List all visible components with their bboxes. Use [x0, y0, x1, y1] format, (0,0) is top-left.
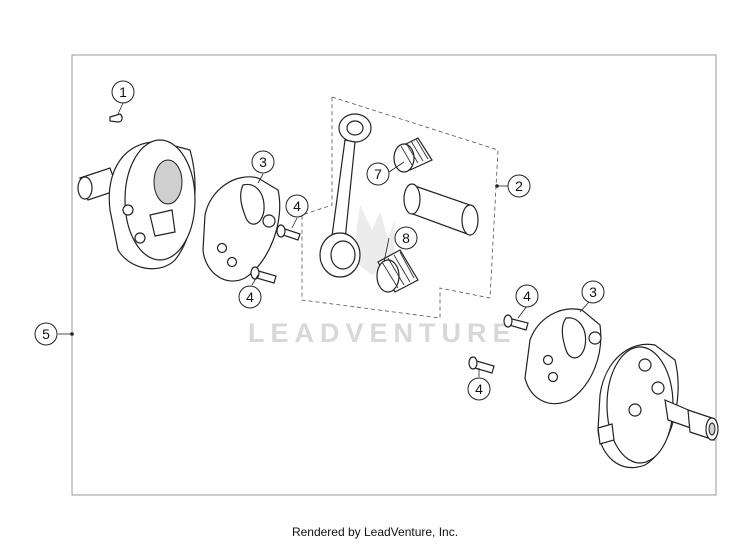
callout-7: 7 [366, 162, 390, 186]
footer-credit: Rendered by LeadVenture, Inc. [291, 525, 459, 539]
svg-text:4: 4 [293, 198, 301, 214]
svg-text:8: 8 [402, 230, 410, 246]
svg-text:3: 3 [589, 284, 597, 300]
svg-text:4: 4 [246, 289, 254, 305]
svg-text:4: 4 [523, 288, 531, 304]
left-counterweight [202, 176, 281, 282]
leader-dot-2 [495, 184, 499, 188]
bolt-left-upper [276, 224, 301, 241]
callout-1: 1 [111, 80, 135, 104]
diagram-frame [71, 54, 717, 496]
callout-4-left-upper: 4 [285, 194, 309, 218]
svg-text:4: 4 [475, 381, 483, 397]
small-end-needle-bearing [393, 137, 433, 173]
leader-dot-5 [70, 332, 74, 336]
left-crank-web [77, 139, 196, 270]
svg-text:3: 3 [259, 154, 267, 170]
bolt-right-lower [468, 356, 495, 374]
callout-5: 5 [34, 322, 58, 346]
bolt-left-lower [250, 266, 277, 284]
watermark: LEADVENTURE [248, 205, 517, 348]
svg-text:1: 1 [119, 84, 127, 100]
bolt-right-upper [503, 314, 529, 331]
right-crank-web [597, 343, 719, 469]
svg-text:5: 5 [42, 326, 50, 342]
callout-3-left: 3 [251, 150, 275, 174]
right-counterweight [524, 308, 602, 405]
woodruff-key [109, 113, 123, 123]
leader-lines [58, 102, 590, 377]
callout-8: 8 [394, 226, 418, 250]
big-end-needle-bearing [376, 249, 419, 293]
callout-4-right-upper: 4 [515, 284, 539, 308]
crank-pin [403, 183, 479, 236]
svg-text:7: 7 [374, 166, 382, 182]
connecting-rod [319, 113, 372, 278]
callout-4-left-lower: 4 [238, 285, 262, 309]
callout-2: 2 [507, 174, 531, 198]
callout-4-right-lower: 4 [467, 377, 491, 401]
svg-text:2: 2 [515, 178, 523, 194]
watermark-text: LEADVENTURE [248, 318, 517, 348]
callout-3-right: 3 [581, 280, 605, 304]
